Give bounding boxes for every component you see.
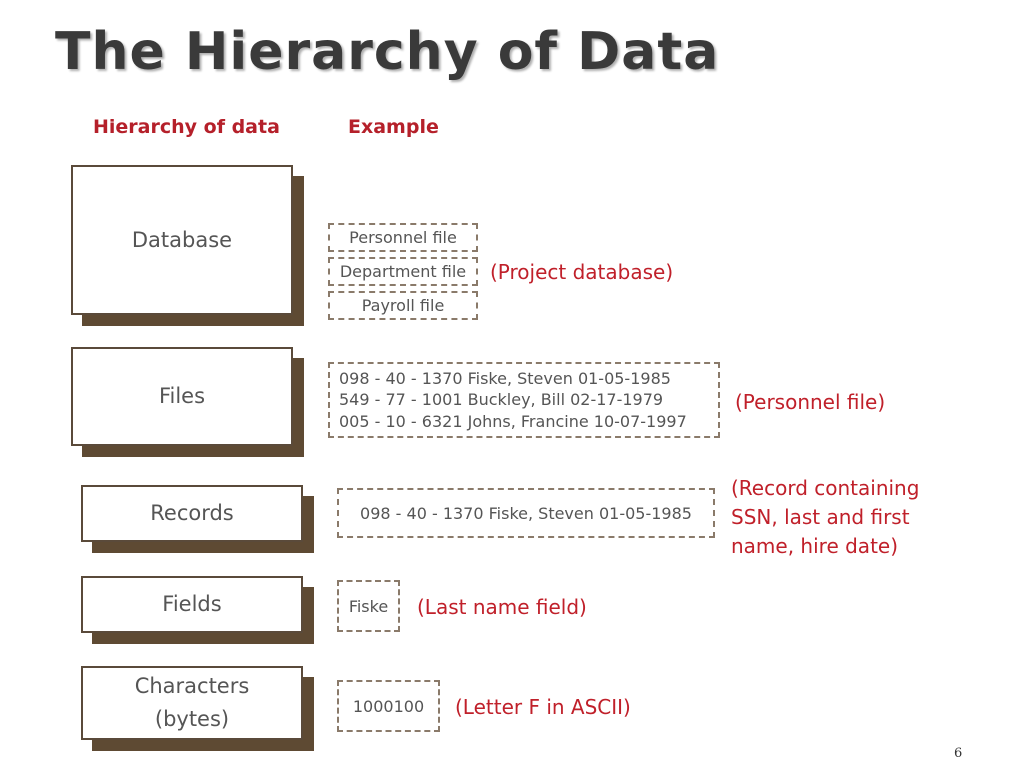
characters-label-line: Characters	[134, 674, 250, 699]
personnel-file-label: Personnel file	[349, 228, 457, 247]
records-label: Records	[150, 501, 234, 526]
slide-title: The Hierarchy of Data	[55, 22, 720, 82]
fields-box: Fields	[81, 576, 303, 633]
characters-box: Characters (bytes)	[81, 666, 303, 740]
page-number: 6	[954, 746, 963, 761]
files-box: Files	[71, 347, 293, 446]
database-label: Database	[131, 227, 233, 252]
personnel-file-box: Personnel file	[328, 223, 478, 252]
record-note: (Record containing SSN, last and first n…	[731, 474, 919, 561]
hierarchy-header: Hierarchy of data	[93, 116, 280, 138]
department-file-box: Department file	[328, 257, 478, 286]
files-label: Files	[158, 384, 206, 409]
example-header: Example	[348, 116, 439, 138]
characters-label-line: (bytes)	[154, 707, 230, 731]
field-example-box: Fiske	[337, 580, 400, 632]
file-record-line: 005 - 10 - 6321 Johns, Francine 10-07-19…	[339, 411, 687, 431]
personnel-file-note: (Personnel file)	[735, 390, 886, 414]
payroll-file-box: Payroll file	[328, 291, 478, 320]
fields-label: Fields	[162, 592, 222, 617]
characters-label: Characters (bytes)	[135, 670, 250, 735]
field-example-text: Fiske	[348, 596, 389, 616]
record-note-line: SSN, last and first	[731, 505, 910, 529]
character-example-box: 1000100	[337, 680, 440, 732]
database-box: Database	[71, 165, 293, 315]
ascii-note: (Letter F in ASCII)	[455, 695, 631, 719]
record-note-line: (Record containing	[731, 476, 920, 500]
file-record-line: 098 - 40 - 1370 Fiske, Steven 01-05-1985	[339, 369, 671, 389]
last-name-field-note: (Last name field)	[417, 595, 587, 619]
files-example-box: 098 - 40 - 1370 Fiske, Steven 01-05-1985…	[328, 362, 720, 438]
project-database-note: (Project database)	[490, 260, 674, 284]
character-example-text: 1000100	[352, 696, 425, 716]
department-file-label: Department file	[339, 262, 467, 281]
payroll-file-label: Payroll file	[361, 296, 445, 315]
record-example-box: 098 - 40 - 1370 Fiske, Steven 01-05-1985	[337, 488, 715, 538]
record-example-text: 098 - 40 - 1370 Fiske, Steven 01-05-1985	[360, 503, 692, 523]
file-record-line: 549 - 77 - 1001 Buckley, Bill 02-17-1979	[339, 390, 664, 410]
records-box: Records	[81, 485, 303, 542]
record-note-line: name, hire date)	[731, 534, 899, 558]
